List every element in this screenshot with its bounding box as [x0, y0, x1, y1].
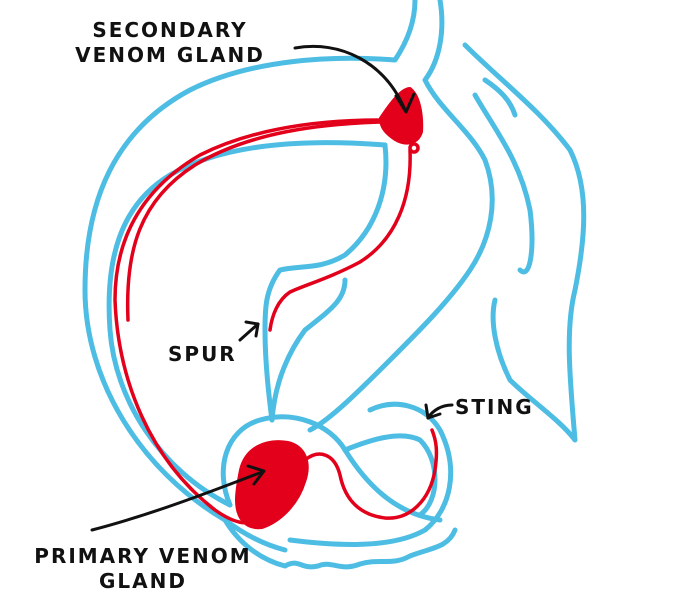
neck-right — [307, 0, 495, 433]
right-wing-inner — [472, 92, 535, 275]
inner-body-curve — [106, 140, 388, 508]
venom-system — [113, 86, 439, 530]
primary-callout-arrow — [90, 470, 264, 532]
spur-segment — [262, 142, 389, 333]
callout-arrows — [90, 44, 454, 532]
secondary-label-line1: SECONDARY — [92, 18, 248, 42]
right-wing-stripe — [482, 77, 518, 118]
sting-label: STING — [455, 395, 534, 419]
primary-label-line2: GLAND — [99, 569, 187, 593]
sting-inner — [342, 433, 438, 518]
outer-body-curve — [82, 0, 418, 553]
secondary-label-line2: VENOM GLAND — [75, 43, 265, 67]
spur-callout-arrow — [238, 322, 260, 342]
spur-tip — [262, 327, 275, 423]
right-wing — [462, 42, 587, 443]
secondary-venom-gland-shape — [378, 86, 424, 145]
sting-arrowhead — [424, 403, 442, 420]
sting-duct — [303, 428, 439, 520]
outer-duct — [113, 118, 382, 525]
primary-venom-gland-shape — [234, 440, 309, 530]
primary-arrowhead — [246, 464, 266, 486]
primary-bulb — [220, 414, 443, 523]
primary-venom-gland-label: PRIMARY VENOM GLAND — [18, 544, 268, 594]
secondary-callout-arrow — [293, 44, 407, 112]
primary-label-line1: PRIMARY VENOM — [34, 544, 252, 568]
secondary-arrowhead — [394, 92, 416, 114]
secondary-venom-gland-label: SECONDARY VENOM GLAND — [55, 18, 285, 68]
inner-duct — [125, 120, 382, 322]
spur-label: SPUR — [168, 342, 237, 366]
body-outline — [82, 0, 587, 570]
spur-duct — [268, 148, 412, 332]
frilled-edge — [222, 517, 458, 570]
spur-arrowhead — [244, 320, 260, 338]
sting-outline — [287, 401, 454, 547]
inner-column — [269, 277, 348, 423]
secondary-gland-nub — [408, 142, 420, 154]
